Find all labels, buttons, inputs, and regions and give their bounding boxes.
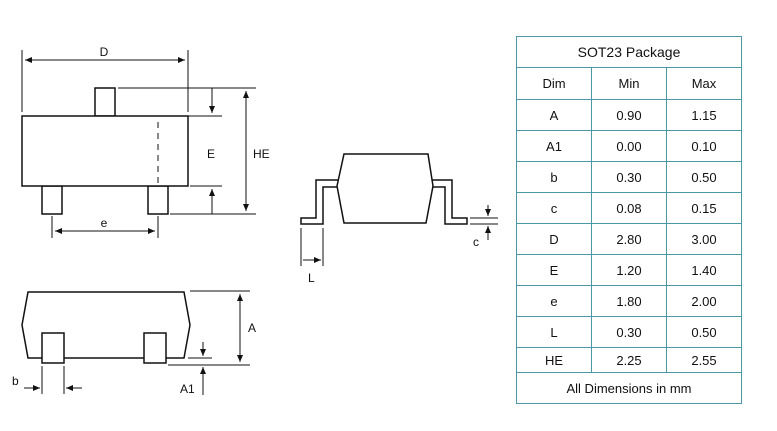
table-row: L 0.30 0.50	[516, 316, 742, 348]
cell-max: 0.15	[666, 192, 742, 224]
header-dim: Dim	[516, 67, 592, 100]
package-drawing: D E HE e L c A A1 b	[12, 45, 498, 396]
cell-min: 1.20	[591, 254, 667, 286]
table-footer: All Dimensions in mm	[516, 372, 742, 404]
cell-max: 1.15	[666, 99, 742, 131]
cell-min: 2.25	[591, 347, 667, 373]
table-row: c 0.08 0.15	[516, 192, 742, 224]
label-he: HE	[253, 147, 270, 161]
table-title: SOT23 Package	[516, 36, 742, 68]
cell-min: 0.08	[591, 192, 667, 224]
cell-dim: L	[516, 316, 592, 348]
cell-min: 0.90	[591, 99, 667, 131]
cell-dim: e	[516, 285, 592, 317]
label-a: A	[248, 321, 256, 335]
cell-dim: A1	[516, 130, 592, 162]
header-max: Max	[666, 67, 742, 100]
cell-max: 0.50	[666, 161, 742, 193]
cell-max: 0.10	[666, 130, 742, 162]
table-row: D 2.80 3.00	[516, 223, 742, 255]
cell-max: 1.40	[666, 254, 742, 286]
cell-dim: b	[516, 161, 592, 193]
dimensions-table: SOT23 Package Dim Min Max A 0.90 1.15 A1…	[516, 36, 742, 404]
table-row: E 1.20 1.40	[516, 254, 742, 286]
table-row: HE 2.25 2.55	[516, 347, 742, 373]
label-l: L	[308, 271, 315, 285]
cell-min: 0.30	[591, 316, 667, 348]
cell-max: 3.00	[666, 223, 742, 255]
table-row: A 0.90 1.15	[516, 99, 742, 131]
table-row: b 0.30 0.50	[516, 161, 742, 193]
cell-min: 0.30	[591, 161, 667, 193]
cell-dim: c	[516, 192, 592, 224]
top-view	[21, 87, 189, 215]
table-row: A1 0.00 0.10	[516, 130, 742, 162]
cell-max: 2.00	[666, 285, 742, 317]
label-e-body: E	[207, 147, 215, 161]
cell-max: 2.55	[666, 347, 742, 373]
cell-min: 1.80	[591, 285, 667, 317]
label-b: b	[12, 374, 19, 388]
side-view	[300, 153, 468, 225]
cell-dim: D	[516, 223, 592, 255]
table-row: e 1.80 2.00	[516, 285, 742, 317]
cell-max: 0.50	[666, 316, 742, 348]
label-a1: A1	[180, 382, 195, 396]
label-pitch: e	[101, 216, 108, 230]
label-d: D	[100, 45, 109, 59]
label-c: c	[473, 235, 479, 249]
header-min: Min	[591, 67, 667, 100]
cell-dim: HE	[516, 347, 592, 373]
cell-min: 0.00	[591, 130, 667, 162]
cell-dim: E	[516, 254, 592, 286]
cell-dim: A	[516, 99, 592, 131]
cell-min: 2.80	[591, 223, 667, 255]
front-view	[21, 291, 191, 364]
